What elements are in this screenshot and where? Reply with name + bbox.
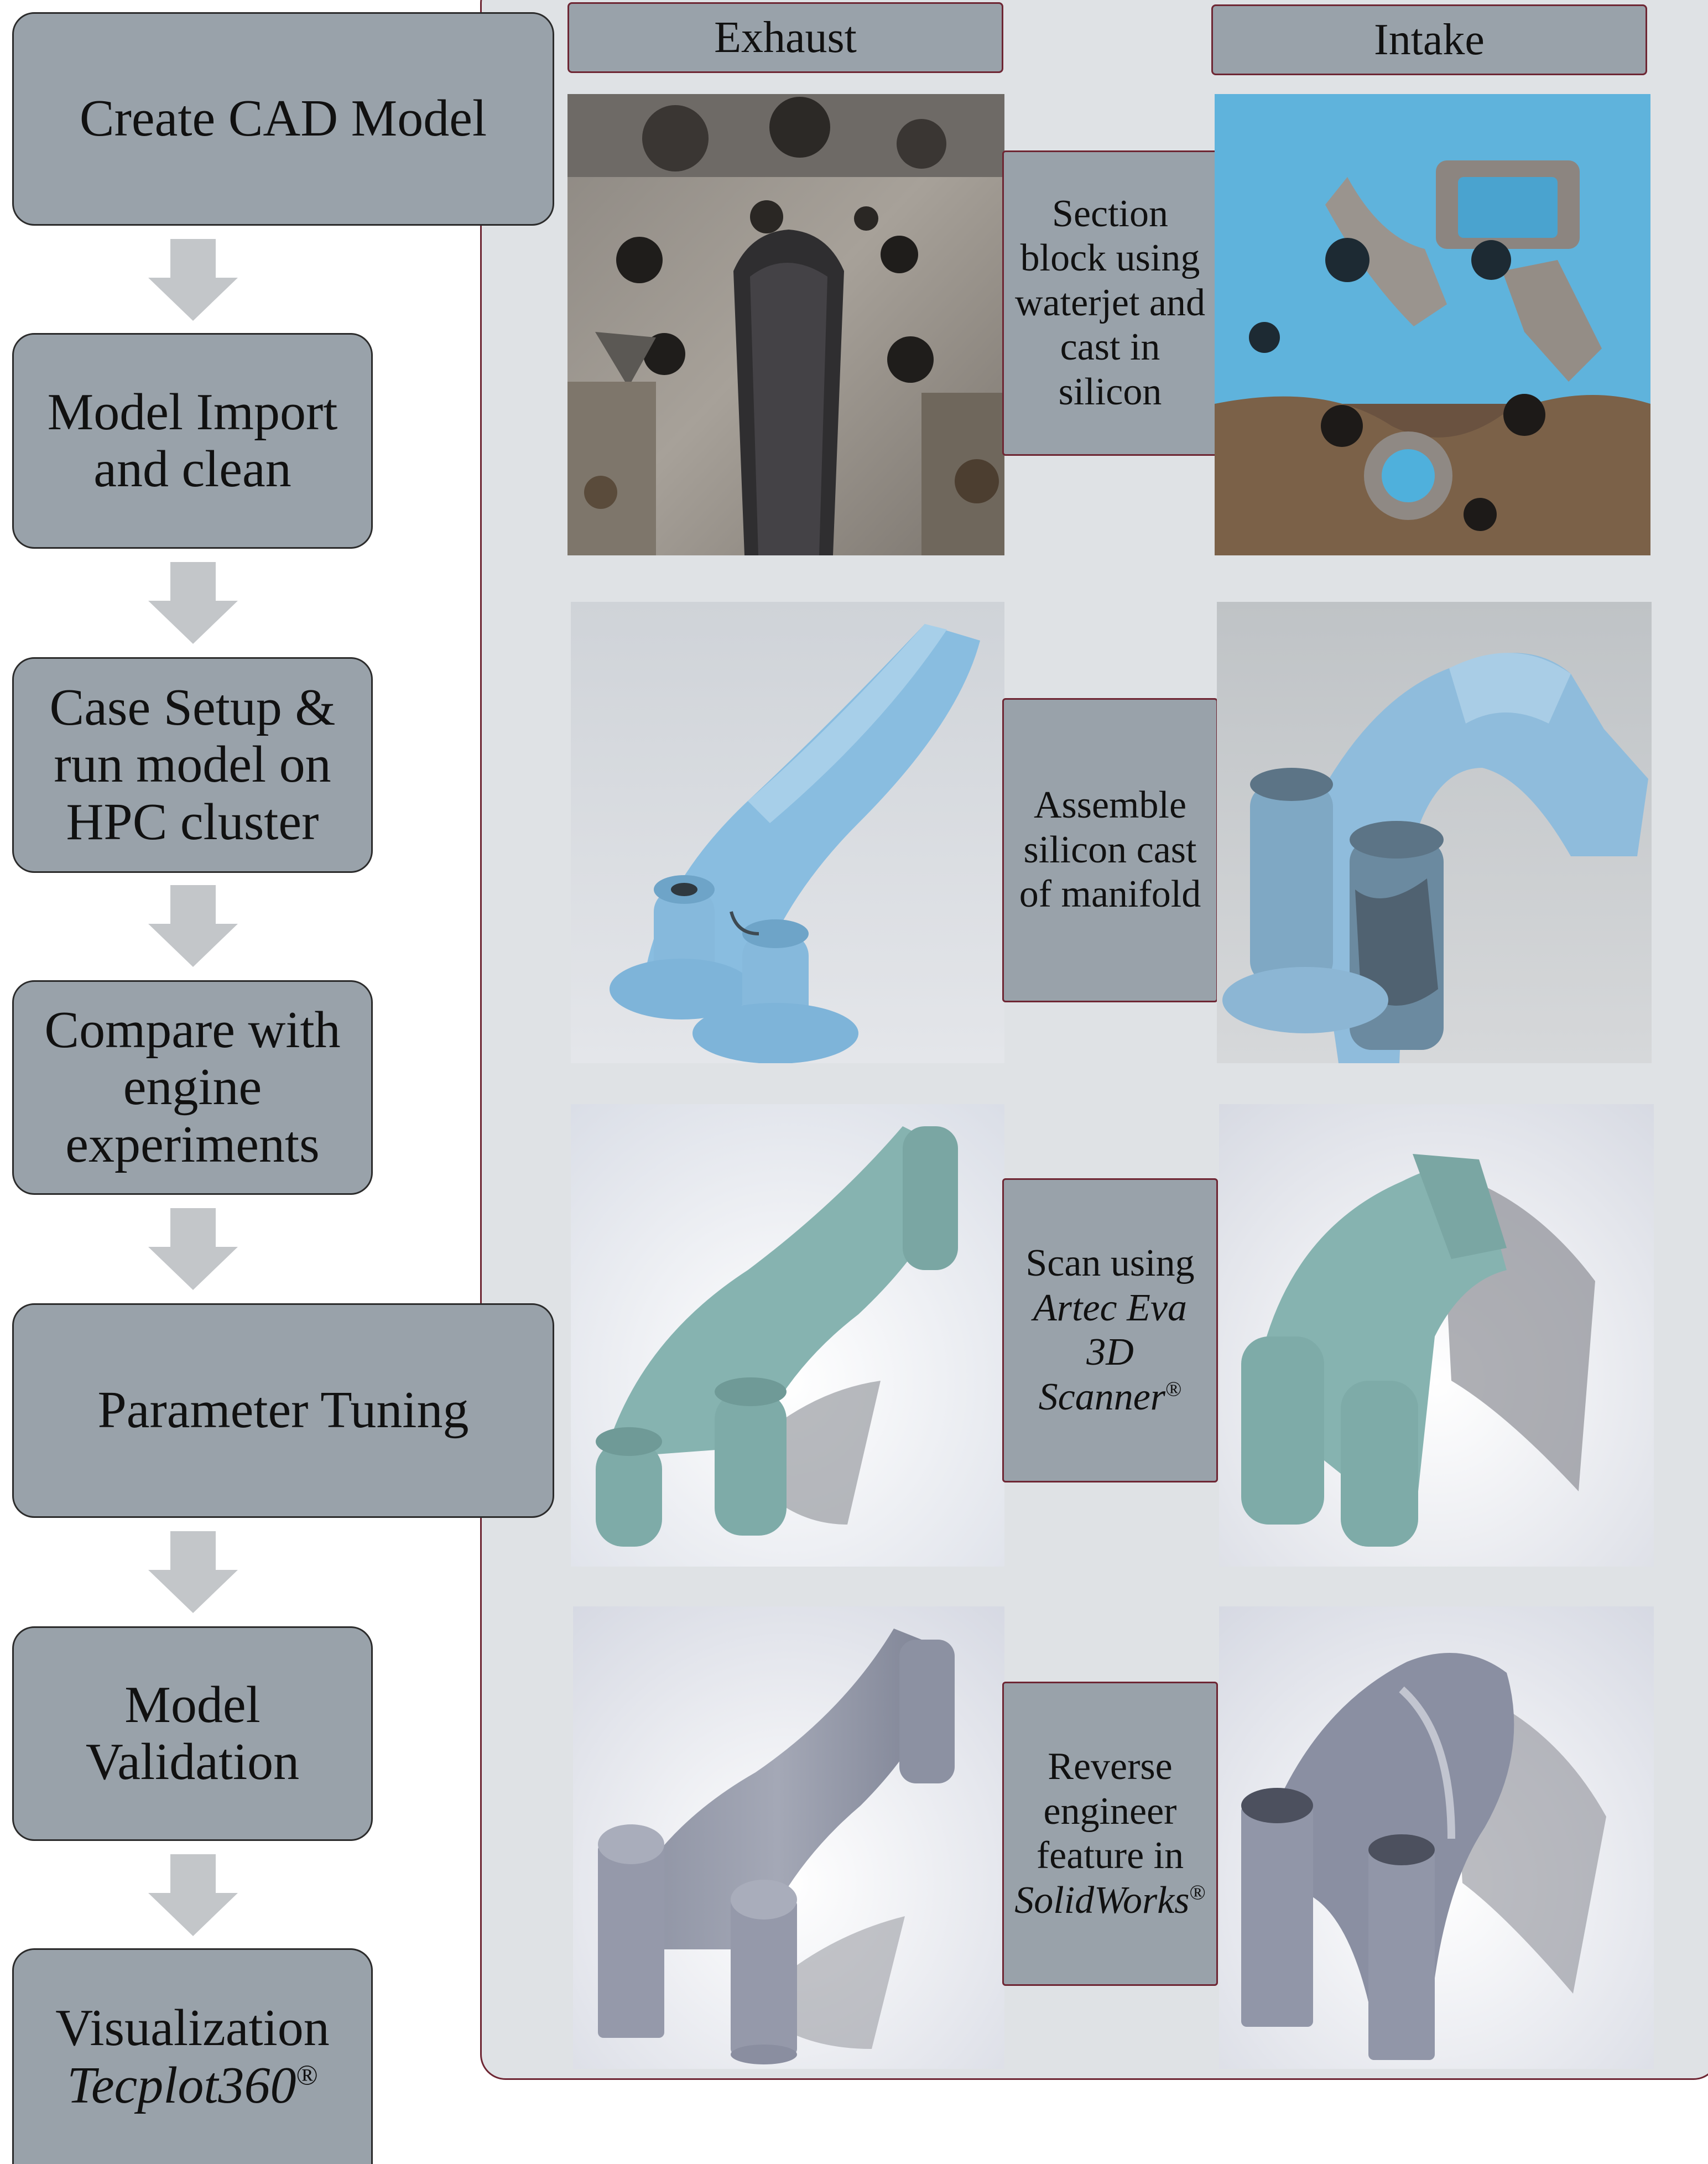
step-text: Model Import (48, 384, 338, 441)
step-model-import: Model Import and clean (12, 333, 373, 549)
intake-section-photo (1215, 94, 1650, 555)
down-arrow-icon (148, 1531, 238, 1613)
step-text: Validation (86, 1734, 299, 1791)
step-parameter-tuning: Parameter Tuning (12, 1303, 554, 1518)
label-assemble-cast: Assemble silicon cast of manifold (1002, 698, 1218, 1002)
step-text: experiments (44, 1116, 340, 1173)
step-text: Parameter Tuning (97, 1382, 468, 1439)
intake-scan-render (1219, 1104, 1654, 1567)
exhaust-cad-render (573, 1606, 1004, 2069)
step-model-validation: Model Validation (12, 1626, 373, 1841)
label-reverse-engineer: Reverse engineer feature in SolidWorks® (1002, 1682, 1218, 1986)
down-arrow-icon (148, 562, 238, 644)
step-text: Create CAD Model (80, 90, 487, 147)
registered-mark: ® (1165, 1377, 1181, 1401)
step-case-setup: Case Setup & run model on HPC cluster (12, 657, 373, 873)
exhaust-section-photo (567, 94, 1004, 555)
step-text: Visualization (55, 2000, 330, 2057)
step-text: and clean (48, 441, 338, 498)
step-text: Model (86, 1677, 299, 1734)
down-arrow-icon (148, 1854, 238, 1936)
registered-mark: ® (296, 2059, 318, 2091)
registered-mark: ® (1190, 1881, 1206, 1904)
column-header-intake: Intake (1211, 4, 1647, 75)
step-compare-experiments: Compare with engine experiments (12, 980, 373, 1195)
software-name: Tecplot360 (67, 2057, 296, 2114)
down-arrow-icon (148, 1208, 238, 1290)
step-text: HPC cluster (50, 794, 336, 851)
label-scan: Scan using Artec Eva 3D Scanner® (1002, 1178, 1218, 1482)
intake-cad-render (1219, 1606, 1654, 2069)
step-visualization: Visualization Tecplot360® (12, 1948, 373, 2164)
step-text: Compare with (44, 1002, 340, 1059)
intake-silicon-cast-photo (1217, 602, 1652, 1063)
step-create-cad-model: Create CAD Model (12, 12, 554, 226)
exhaust-silicon-cast-photo (571, 602, 1004, 1063)
column-header-exhaust: Exhaust (567, 2, 1003, 73)
exhaust-scan-render (571, 1104, 1004, 1567)
down-arrow-icon (148, 885, 238, 967)
step-text: Case Setup & (50, 679, 336, 736)
step-text: engine (44, 1059, 340, 1116)
step-text: run model on (50, 736, 336, 793)
label-section-block: Section block using waterjet and cast in… (1002, 150, 1218, 456)
down-arrow-icon (148, 239, 238, 321)
